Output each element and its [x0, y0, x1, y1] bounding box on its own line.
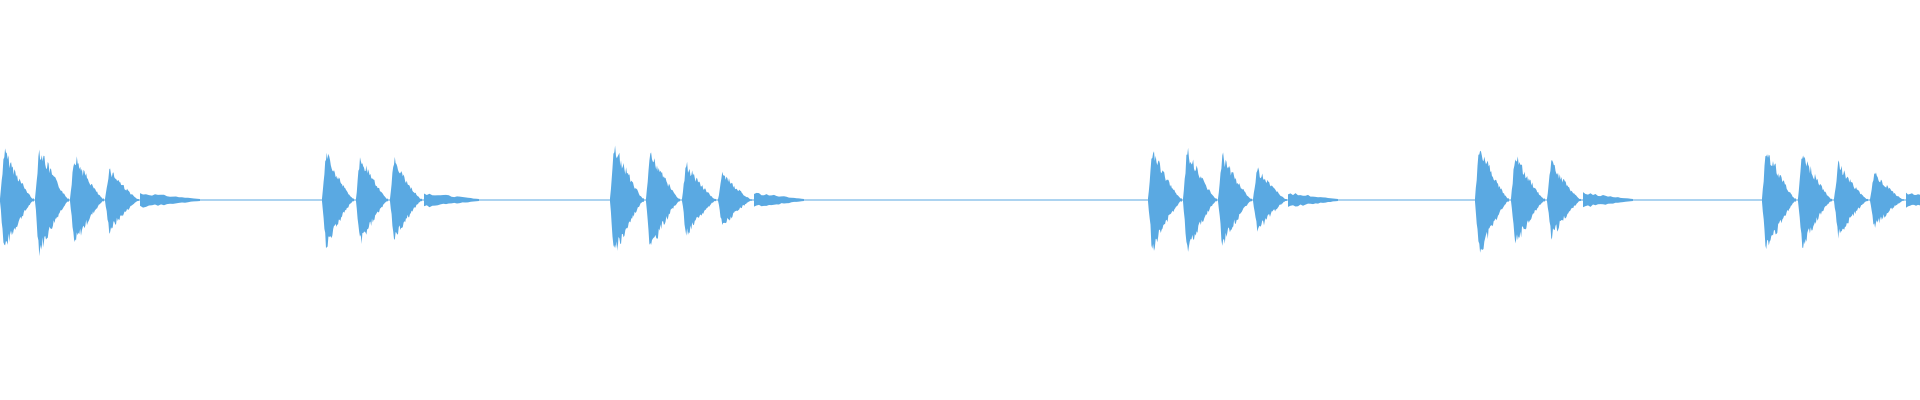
waveform-syllable: [718, 171, 752, 225]
waveform-syllable: [1148, 151, 1182, 251]
waveform-burst-3: [610, 145, 804, 251]
waveform-tail: [140, 193, 200, 208]
waveform-bursts: [0, 145, 1920, 257]
waveform-syllable: [646, 152, 680, 245]
waveform-tail: [1288, 193, 1338, 207]
waveform-tail: [1583, 192, 1633, 208]
waveform-syllable: [1870, 172, 1904, 228]
waveform-syllable: [1547, 160, 1581, 240]
waveform-syllable: [610, 145, 644, 251]
waveform-tail: [754, 192, 804, 207]
waveform-syllable: [0, 148, 34, 246]
waveform-syllable: [1762, 154, 1796, 250]
waveform-burst-1: [0, 148, 200, 257]
waveform-tail: [424, 193, 479, 208]
waveform-burst-5: [1475, 150, 1633, 253]
waveform-syllable: [70, 156, 104, 243]
waveform-burst-6: [1762, 154, 1920, 250]
waveform-syllable: [390, 156, 422, 240]
waveform-burst-4: [1148, 147, 1338, 252]
waveform-syllable: [356, 157, 388, 244]
waveform-syllable: [1253, 167, 1287, 232]
waveform-tail: [1906, 192, 1920, 208]
waveform-burst-2: [322, 152, 479, 249]
waveform-syllable: [1475, 150, 1509, 253]
waveform-syllable: [35, 149, 69, 257]
waveform-syllable: [1834, 160, 1868, 239]
waveform-syllable: [322, 152, 354, 249]
waveform-syllable: [1183, 147, 1217, 252]
waveform-syllable: [1798, 155, 1832, 249]
waveform-syllable: [105, 168, 139, 234]
waveform-syllable: [1218, 152, 1252, 246]
waveform-syllable: [682, 161, 716, 236]
waveform-syllable: [1511, 156, 1545, 244]
